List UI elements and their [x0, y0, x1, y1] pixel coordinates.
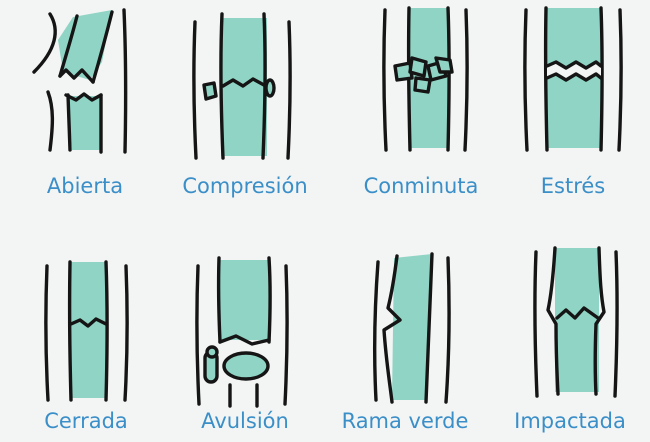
- label-cerrada: Cerrada: [44, 411, 128, 432]
- label-compresion: Compresión: [182, 176, 307, 197]
- fracture-avulsion-drawing: [197, 258, 287, 406]
- label-rama-verde: Rama verde: [342, 411, 469, 432]
- fracture-impactada-drawing: [535, 248, 617, 396]
- label-abierta: Abierta: [47, 176, 123, 197]
- fracture-compresion-drawing: [194, 14, 290, 158]
- label-estres: Estrés: [541, 176, 605, 197]
- label-avulsion: Avulsión: [201, 411, 289, 432]
- fracture-conminuta-drawing: [384, 8, 467, 150]
- fracture-estres-drawing: [525, 8, 621, 150]
- fracture-cerrada-drawing: [46, 262, 127, 400]
- fracture-abierta-drawing: [34, 10, 126, 152]
- label-impactada: Impactada: [514, 411, 626, 432]
- label-conminuta: Conminuta: [364, 176, 479, 197]
- fracture-rama-verde-drawing: [375, 254, 449, 402]
